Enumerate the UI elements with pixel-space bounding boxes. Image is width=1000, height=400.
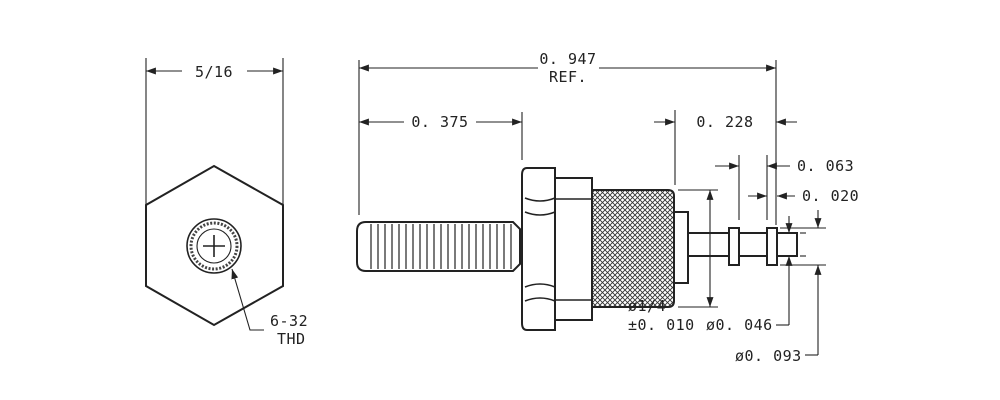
- thread-label-size: 6-32: [270, 312, 308, 330]
- threaded-stud: [356, 221, 521, 272]
- side-view: 0. 947 REF. 0. 375 0. 228 0. 063 0. 020 …: [356, 50, 859, 365]
- hex-nut-side: [521, 167, 556, 331]
- stud-length-value: 0. 375: [411, 113, 468, 131]
- collar-spacing-value: 0. 063: [797, 157, 854, 175]
- thread-hole-outer: [186, 218, 242, 274]
- knurl-diameter-tolerance: ±0. 010: [628, 316, 695, 334]
- pin-diameter-value: ø0. 046: [706, 316, 773, 334]
- end-view: 5/16 6-32 THD: [145, 58, 308, 348]
- contact-pin: [687, 227, 798, 266]
- knurl-diameter-value: ø1/4: [628, 297, 666, 315]
- collar-thickness-value: 0. 020: [802, 187, 859, 205]
- pin-length-value: 0. 228: [696, 113, 753, 131]
- flange: [554, 177, 593, 321]
- thread-label-type: THD: [277, 330, 306, 348]
- overall-length-value: 0. 947: [539, 50, 596, 68]
- collar-diameter-value: ø0. 093: [735, 347, 802, 365]
- hex-width-label: 5/16: [195, 63, 233, 81]
- overall-length-ref: REF.: [549, 68, 587, 86]
- knurled-body: [591, 189, 675, 308]
- step-shoulder: [673, 211, 689, 284]
